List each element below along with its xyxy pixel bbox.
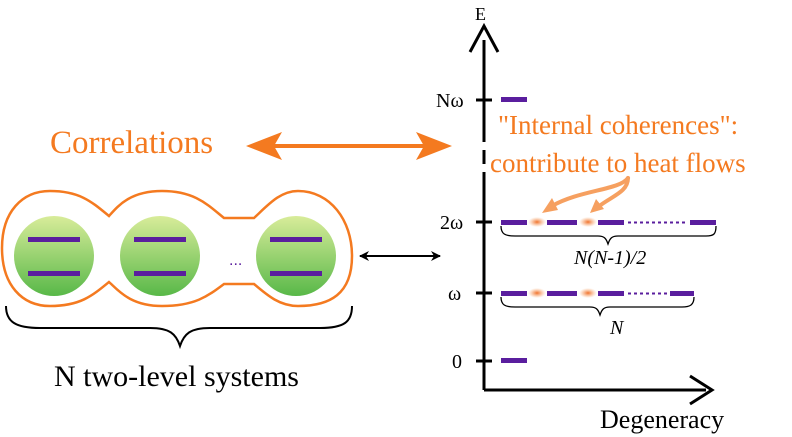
coherence-blob: [579, 217, 597, 227]
systems-brace: [5, 305, 353, 350]
level-label-0: 0: [452, 351, 462, 373]
internal-coherences-line1: "Internal coherences":: [498, 110, 738, 140]
coherence-pointers: [550, 176, 630, 209]
degeneracy-axis-label: Degeneracy: [600, 405, 724, 434]
energy-axis-label: E: [475, 4, 486, 24]
coherence-blob: [528, 288, 546, 298]
energy-axis-arrowhead: [468, 22, 500, 53]
level-label-omega: ω: [448, 283, 461, 305]
level-omega-brace: [500, 296, 695, 318]
two-level-system-1: [14, 216, 94, 296]
correlations-arrow-right-head: [416, 132, 452, 160]
level-label-2omega: 2ω: [440, 212, 463, 234]
coherence-pointer-head-1: [542, 198, 558, 213]
level-label-Nomega: Nω: [436, 90, 464, 112]
degeneracy-omega: N: [609, 317, 625, 339]
sphere-level-bars: [28, 237, 322, 276]
level-2omega-brace: [500, 225, 717, 247]
sphere-dots: ...: [229, 252, 242, 269]
two-level-system-2: [120, 216, 200, 296]
two-level-system-3: [256, 216, 336, 296]
correlations-label: Correlations: [50, 125, 213, 161]
degeneracy-2omega: N(N-1)/2: [573, 247, 646, 269]
level-2omega-bars: [501, 220, 716, 225]
internal-coherences-line2: contribute to heat flows: [490, 148, 746, 178]
correlations-arrow-left-head: [246, 132, 282, 160]
coherence-blob: [579, 288, 597, 298]
level-omega-bars: [501, 291, 694, 296]
level-0-bar: [501, 358, 527, 363]
systems-label: N two-level systems: [54, 360, 299, 393]
coherence-blob: [528, 217, 546, 227]
energy-ticks: [476, 98, 492, 363]
level-Nomega-bar: [501, 97, 527, 102]
coherence-pointer-head-2: [590, 199, 604, 213]
degeneracy-axis-arrowhead: [689, 374, 715, 406]
